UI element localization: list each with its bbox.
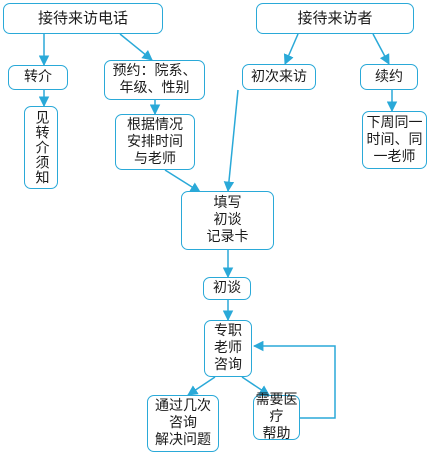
- node-referral-note: 见转介须知: [24, 106, 58, 189]
- node-phone-call: 接待来访电话: [3, 3, 163, 34]
- node-first-visit: 初次来访: [242, 64, 316, 90]
- arrow-phone-to-appointment: [119, 33, 153, 61]
- node-appointment: 预约：院系、 年级、性别: [104, 60, 205, 100]
- node-followup: 续约: [360, 64, 418, 90]
- node-visitor: 接待来访者: [256, 3, 414, 34]
- arrow-consult-to-resolve: [187, 376, 216, 396]
- node-followup-note: 下周同一 时间、同 一老师: [362, 111, 427, 169]
- node-initial-talk: 初谈: [203, 277, 251, 300]
- arrow-consult-to-medical: [241, 376, 270, 396]
- arrow-visitor-to-first: [283, 33, 299, 65]
- arrow-visitor-to-followup: [372, 33, 390, 65]
- node-arrange: 根据情况 安排时间 与老师: [115, 114, 195, 170]
- referral-note-text: 见转介须知: [33, 110, 50, 185]
- arrow-medical-loop-back: [252, 340, 336, 419]
- node-referral: 转介: [8, 65, 68, 90]
- node-resolve: 通过几次 咨询 解决问题: [147, 395, 219, 452]
- arrow-arrange-to-form: [164, 169, 201, 193]
- arrow-first-to-form: [223, 89, 239, 193]
- node-fill-form: 填写 初谈 记录卡: [181, 191, 274, 250]
- node-medical: 需要医疗 帮助: [253, 392, 300, 442]
- node-consult: 专职 老师 咨询: [204, 320, 252, 377]
